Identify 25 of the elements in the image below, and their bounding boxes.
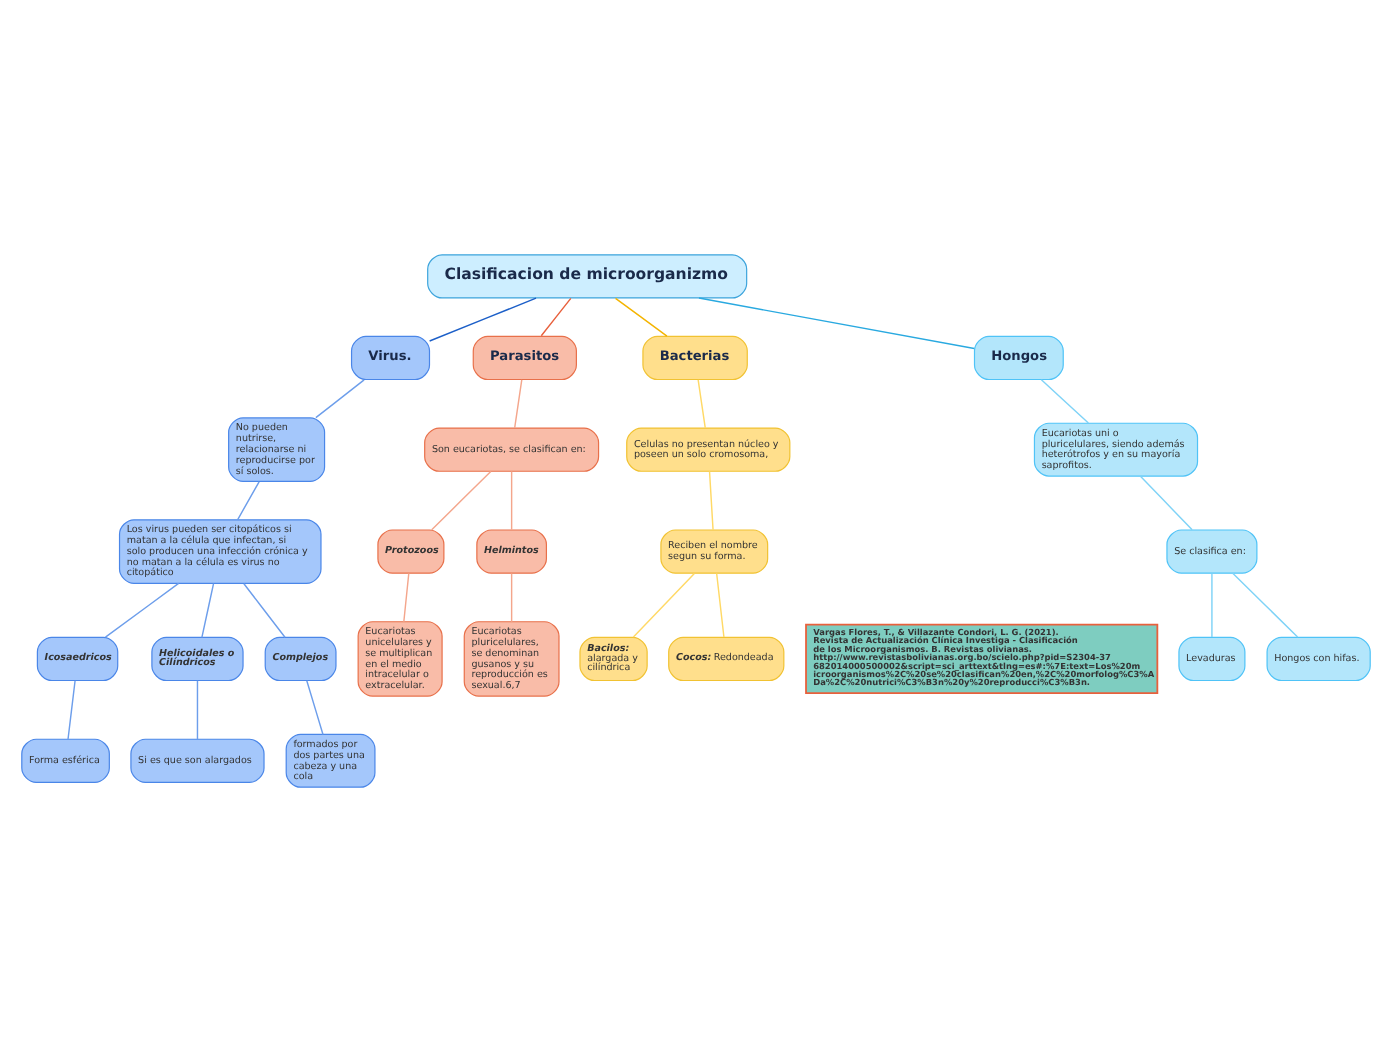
connector: [306, 679, 324, 735]
connector: [403, 571, 410, 622]
connector: [1139, 474, 1193, 530]
connector: [431, 469, 492, 530]
connector: [315, 378, 365, 418]
connector: [1040, 378, 1090, 423]
connector: [614, 296, 668, 336]
connector: [1232, 571, 1299, 637]
connector: [513, 378, 523, 428]
connector: [243, 581, 286, 637]
connector: [201, 581, 215, 637]
connector: [540, 296, 572, 336]
connector: [632, 571, 696, 637]
connector: [715, 571, 725, 637]
connector: [104, 581, 180, 637]
connector: [1211, 571, 1213, 637]
connector: [697, 378, 706, 428]
connector: [236, 480, 260, 520]
connector: [196, 679, 199, 739]
connector: [510, 571, 513, 622]
connector: [67, 679, 76, 739]
connector: [708, 469, 714, 530]
connector: [428, 296, 537, 341]
connector: [698, 296, 975, 349]
connector: [510, 469, 513, 530]
